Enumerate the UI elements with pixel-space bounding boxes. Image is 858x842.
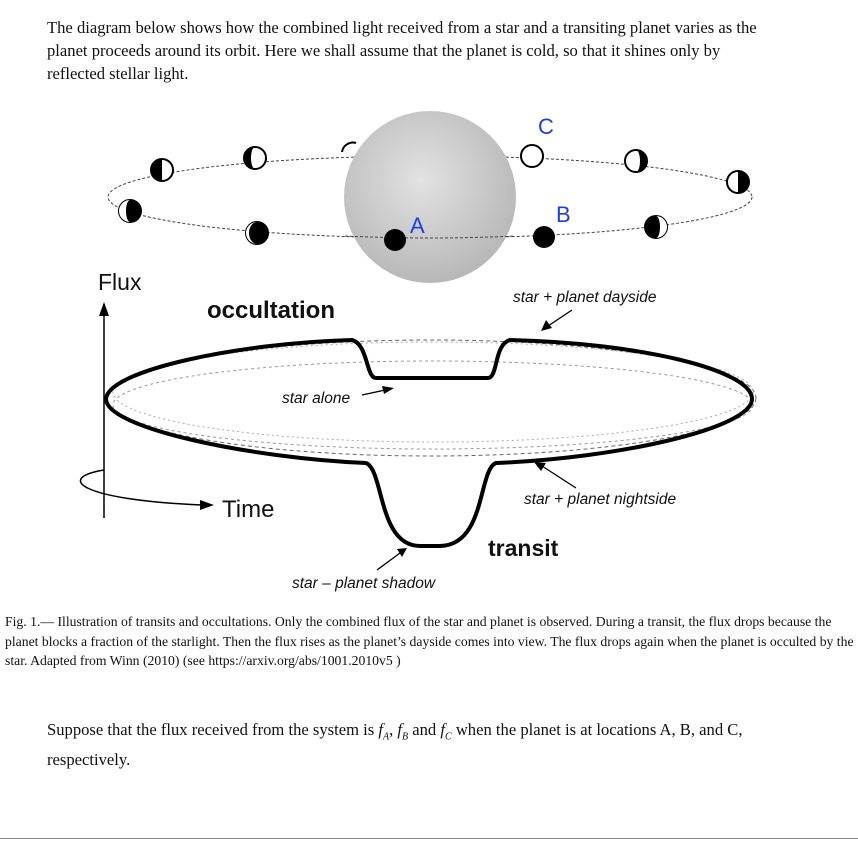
star-alone-label: star alone [282, 390, 350, 407]
nightside-arrow [534, 462, 577, 489]
time-arrow [79, 469, 203, 506]
planet-phase-back-3 [341, 141, 357, 153]
light-curve [104, 338, 754, 548]
orbit-path [107, 155, 753, 239]
occultation-label: occultation [207, 297, 335, 324]
question-text-end: when the planet is at locations A, B, an… [47, 720, 743, 770]
label-a: A [410, 213, 425, 238]
planet-phase-back-1 [150, 158, 174, 182]
planet-phase-front-5 [644, 215, 668, 239]
star-alone-arrow [361, 386, 394, 396]
planet-position-c [520, 144, 544, 168]
nightside-label: star + planet nightside [524, 491, 676, 508]
transit-occultation-diagram: A B C Flux Time occultation transit star… [79, 111, 757, 592]
star [344, 111, 516, 283]
question-and: and [408, 720, 441, 739]
flux-b-subscript: B [402, 731, 409, 743]
time-axis-label: Time [222, 496, 274, 523]
figure-caption: Fig. 1.— Illustration of transits and oc… [5, 614, 854, 668]
intro-paragraph: The diagram below shows how the combined… [47, 18, 757, 83]
planet-phase-back-6 [726, 170, 750, 194]
flux-b-symbol: f [397, 720, 402, 739]
flux-c-subscript: C [445, 731, 452, 743]
flux-a-subscript: A [382, 731, 390, 743]
transit-label: transit [488, 535, 559, 561]
label-c: C [538, 114, 554, 139]
reference-ellipse-1 [105, 339, 757, 457]
flux-a-symbol: f [378, 720, 383, 739]
shadow-arrow [376, 548, 407, 571]
time-arrowhead [200, 500, 214, 510]
reference-ellipse-3 [112, 341, 754, 443]
dayside-arrow [541, 309, 573, 331]
planet-position-a [384, 229, 406, 251]
question-paragraph: Suppose that the flux received from the … [47, 718, 787, 771]
flux-c-symbol: f [440, 720, 445, 739]
planet-phase-back-2 [243, 146, 267, 170]
shadow-label: star – planet shadow [292, 575, 437, 592]
bottom-divider [0, 838, 858, 839]
dayside-label: star + planet dayside [513, 289, 657, 306]
label-b: B [556, 202, 571, 227]
planet-phase-back-5 [624, 149, 648, 173]
flux-axis-label: Flux [98, 269, 142, 295]
planet-phase-front-2 [245, 221, 269, 245]
question-separator: , [389, 720, 398, 739]
orbit-front-segment [344, 235, 516, 239]
planet-phase-front-1 [118, 199, 142, 223]
reference-ellipse-2 [112, 360, 754, 450]
planet-position-b [533, 226, 555, 248]
flux-axis-arrowhead [99, 302, 109, 316]
question-text-start: Suppose that the flux received from the … [47, 720, 379, 739]
